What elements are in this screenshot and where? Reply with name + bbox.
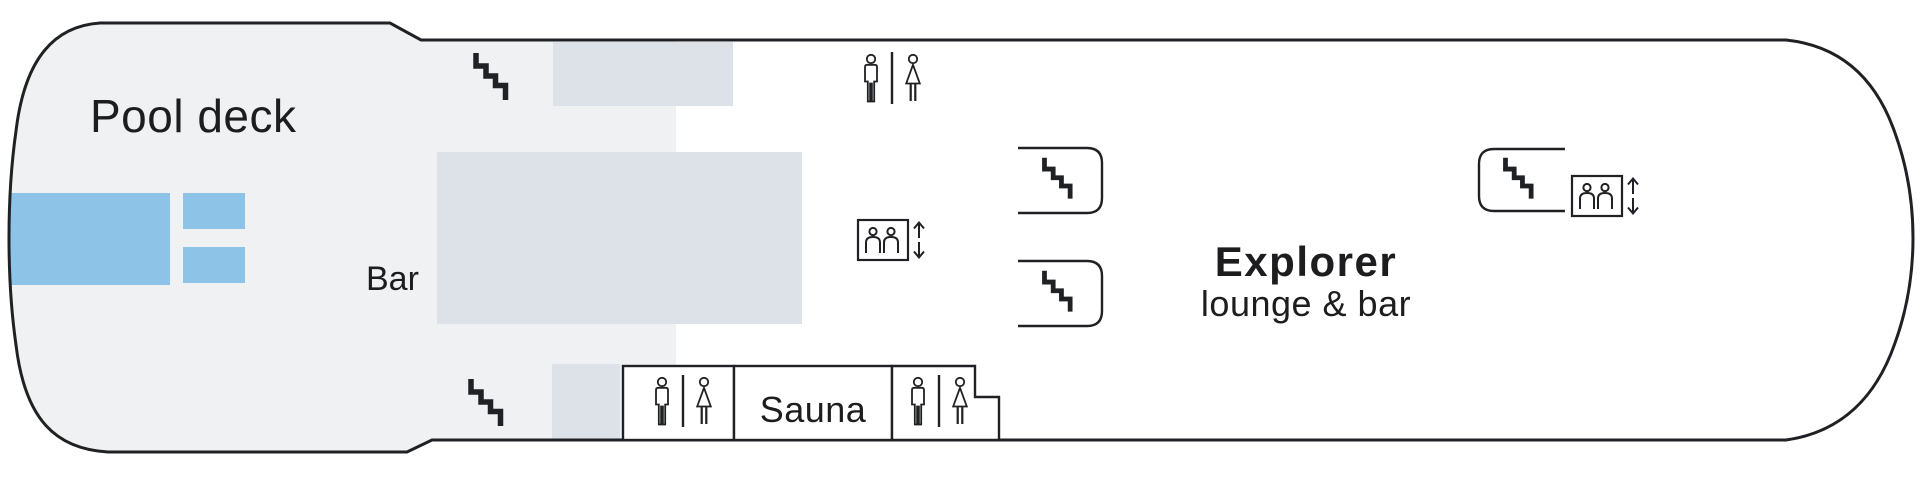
pool-deck-label: Pool deck xyxy=(90,90,297,142)
superstructure-mid xyxy=(437,152,802,324)
bar-label: Bar xyxy=(366,260,419,298)
sauna-box xyxy=(732,364,894,442)
sauna-label: Sauna xyxy=(759,389,867,430)
stairwell-box-mid-upper xyxy=(1018,148,1102,213)
small-pool-upper xyxy=(183,193,245,229)
small-pool-lower xyxy=(183,247,245,283)
explorer-lounge-title: Explorer xyxy=(1214,238,1398,285)
explorer-lounge-subtitle: lounge & bar xyxy=(1200,283,1412,324)
ship-hull-outline xyxy=(7,21,1915,454)
stairwell-box-mid-lower xyxy=(1018,261,1102,326)
stairwell-box-forward xyxy=(1479,149,1565,211)
main-pool xyxy=(10,193,170,285)
superstructure-top xyxy=(553,42,733,106)
superstructure-aft-bottom xyxy=(552,364,620,440)
restroom-box-aft-left xyxy=(621,364,736,442)
